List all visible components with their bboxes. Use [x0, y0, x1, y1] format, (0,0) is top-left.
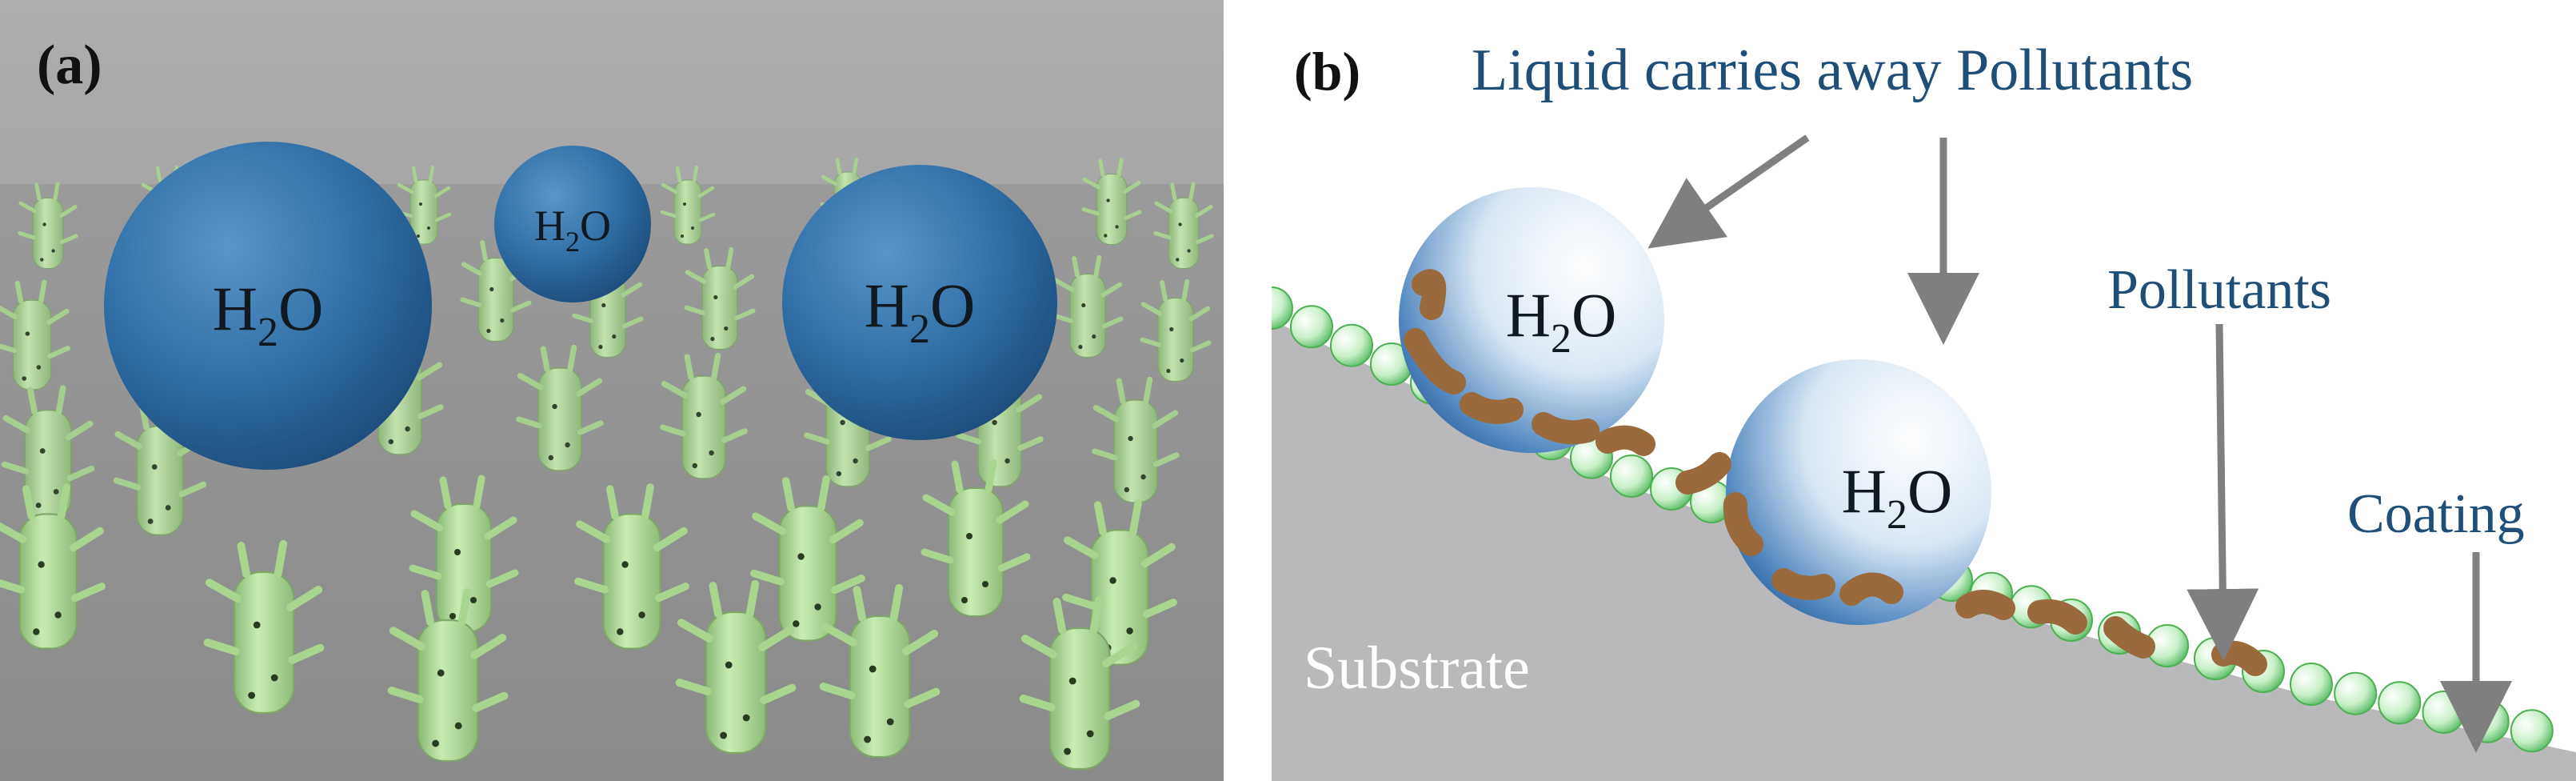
pollutant-particle: [2027, 599, 2087, 635]
coating-label: Coating: [2347, 483, 2525, 545]
panel-a-label: (a): [37, 34, 102, 96]
droplet-label: H2O: [1842, 456, 1953, 538]
pollutant-particle: [1839, 572, 1903, 606]
pollutant-particles: [1404, 269, 2267, 676]
pollutant-particle: [1412, 269, 1447, 320]
water-droplet-lower: H2O: [1726, 359, 1991, 625]
pollutant-particle: [1596, 425, 1655, 456]
panel-a: H2O H2O H2O (a): [0, 0, 1224, 781]
panel-a-illustration: H2O H2O H2O (a): [0, 0, 1224, 781]
pollutant-particle: [1955, 590, 2015, 620]
panel-b-label: (b): [1294, 41, 1360, 102]
coating-bead: [1272, 286, 1293, 330]
droplet-label: H2O: [865, 270, 976, 352]
coating-bead: [2378, 681, 2422, 725]
panel-b-title: Liquid carries away Pollutants: [1472, 38, 2193, 103]
pollutant-particle: [1723, 492, 1763, 556]
pollutant-particle: [2103, 616, 2155, 659]
coating-bead: [2290, 663, 2333, 706]
annotation-arrows: [1647, 134, 2512, 753]
water-droplet-large-left: H2O: [104, 142, 432, 470]
water-droplet-small: H2O: [494, 146, 651, 302]
substrate-label: Substrate: [1304, 635, 1530, 702]
pollutant-particle: [2211, 640, 2267, 676]
panel-b-illustration: H2O H2O: [1272, 38, 2576, 781]
water-droplet-upper: H2O: [1399, 187, 1664, 453]
droplet-label: H2O: [1506, 280, 1617, 362]
coating-bead: [1610, 455, 1653, 498]
coating-bead: [1290, 305, 1333, 349]
droplet-label: H2O: [534, 202, 611, 258]
panel-b: H2O H2O: [1272, 0, 2576, 781]
coating-bead: [2422, 691, 2466, 734]
pollutants-label: Pollutants: [2107, 259, 2331, 321]
droplet-label: H2O: [213, 274, 324, 355]
pollutant-particle: [1404, 328, 1466, 395]
substrate: [1272, 320, 2576, 781]
pollutant-particle: [1675, 452, 1731, 495]
pollutant-particle: [1460, 392, 1524, 424]
arrow-to-upper-droplet: [1647, 134, 1810, 249]
water-droplet-large-right: H2O: [782, 165, 1057, 440]
panel-a-back-wall: [0, 0, 1224, 184]
coating-bead: [1330, 323, 1373, 367]
coating-bead: [2334, 671, 2378, 715]
pollutant-particle: [1532, 412, 1600, 445]
arrow-to-pollutants: [2187, 323, 2259, 661]
coating-bead: [2510, 709, 2554, 753]
pollutant-particle: [1771, 568, 1835, 600]
